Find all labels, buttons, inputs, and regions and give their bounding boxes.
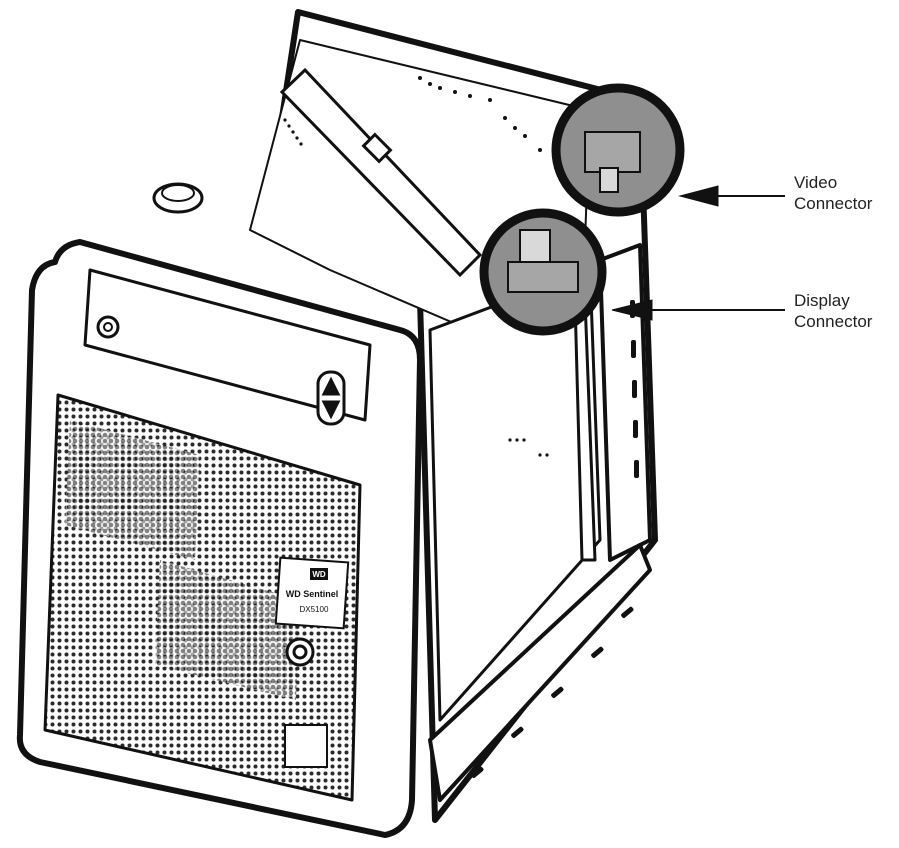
video-arrow-icon [680,186,718,206]
video-connector-highlight [556,88,680,212]
video-label-line2: Connector [794,193,872,214]
display-label-line1: Display [794,290,872,311]
display-connector-label: Display Connector [794,290,872,332]
front-bezel [20,242,420,835]
sticker [285,725,327,767]
video-connector-label: Video Connector [794,172,872,214]
badge-model: DX5100 [300,605,329,614]
navigation-buttons-icon [318,372,344,424]
power-button-icon [98,317,118,337]
display-label-line2: Connector [794,311,872,332]
display-connector-highlight [484,213,602,331]
device-badge: WD WD Sentinel DX5100 [276,558,348,629]
lock-icon [287,639,313,665]
video-label-line1: Video [794,172,872,193]
badge-brand: WD Sentinel [286,589,339,599]
battery [154,184,202,212]
badge-logo: WD [312,570,326,579]
